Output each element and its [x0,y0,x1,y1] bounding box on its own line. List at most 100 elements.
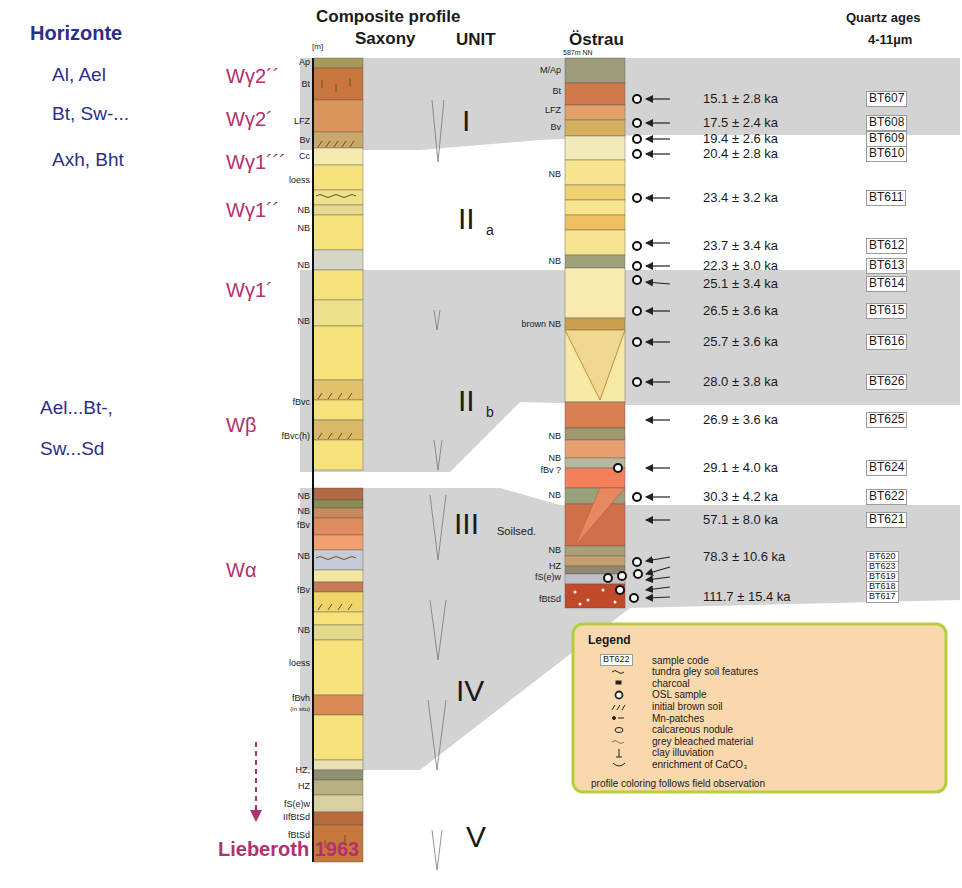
age-value: 22.3 ± 3.0 ka [703,259,778,273]
sample-code: BT607 [866,91,907,106]
reference-label: Lieberoth 1963 [218,838,359,860]
horizon-label: fBv [297,586,310,596]
horizon-label: NB [297,224,310,234]
horizon-label: NB [548,546,561,556]
horizon-label: fBtSd [288,831,310,841]
legend-text: OSL sample [652,689,707,700]
horizon-label: NB [297,261,310,271]
column-header: Quartz ages [846,11,920,25]
horizon-symbol: Bt, Sw-... [52,104,129,125]
sample-code: BT617 [866,591,899,603]
sample-code: BT611 [866,190,906,205]
sample-code: BT613 [866,258,907,273]
unit-label: b [486,405,494,420]
horizon-label: Bv [550,123,561,133]
stratigraphic-code: Wγ1´´´ [226,151,286,173]
horizon-label: fBv [297,521,310,531]
age-value: 26.9 ± 3.6 ka [703,413,778,427]
age-value: 25.7 ± 3.6 ka [703,335,778,349]
stratigraphic-code: Wα [226,559,256,581]
horizon-label: NB [548,454,561,464]
horizon-label: NB [548,432,561,442]
horizon-label: NB [548,491,561,501]
horizon-label: IIfBtSd [283,813,310,823]
sample-code: BT622 [600,654,633,666]
unit-label: II [458,384,475,417]
horizon-label: HZ [298,782,310,792]
sample-code: BT624 [866,460,907,475]
age-value: 78.3 ± 10.6 ka [703,550,785,564]
legend-text: initial brown soil [652,701,723,712]
legend-text: clay illuviation [652,747,714,758]
age-value: 57.1 ± 8.0 ka [703,513,778,527]
sample-code: BT626 [866,374,907,389]
sample-code: BT608 [866,115,907,130]
age-value: 15.1 ± 2.8 ka [703,92,778,106]
horizon-label: NB [297,317,310,327]
age-value: 29.1 ± 4.0 ka [703,461,778,475]
legend-text: sample code [652,655,709,666]
sample-code: BT615 [866,303,907,318]
column-header: Östrau [569,31,624,50]
horizon-label: fBtSd [539,595,561,605]
legend-note: profile coloring follows field observati… [591,778,765,789]
horizon-label: Bt [301,80,310,90]
horizon-symbol: Al, Ael [52,65,106,86]
age-value: 19.4 ± 2.6 ka [703,132,778,146]
legend-text: grey bleached material [652,736,753,747]
legend-text: tundra gley soil features [652,666,758,677]
column-header: UNIT [456,31,496,50]
sample-code: BT612 [866,238,907,253]
horizon-label: Bv [299,136,310,146]
sample-code: BT610 [866,146,907,161]
column-header: Saxony [355,30,415,49]
unit-label: a [486,223,494,238]
horizon-label: fBv ? [540,466,561,476]
horizon-label: fS(e)w [535,573,561,583]
horizon-label: brown NB [521,320,561,330]
horizon-label: HZ, [296,766,311,776]
horizon-label: (in situ) [290,706,310,713]
stratigraphic-code: Wγ2´ [226,108,273,130]
horizon-symbol: Ael...Bt-, [40,398,113,419]
age-value: 23.7 ± 3.4 ka [703,239,778,253]
scale-label: [m] [312,43,323,52]
legend-text: calcareous nodule [652,724,733,735]
sample-code: BT609 [866,131,907,146]
unit-label: III [454,507,479,540]
horizon-symbol: Axh, Bht [52,150,124,171]
age-value: 111.7 ± 15.4 ka [703,590,791,604]
horizon-label: NB [297,626,310,636]
sample-code: BT616 [866,334,907,349]
horizon-label: fS(e)w [284,800,310,810]
sample-code: BT621 [866,512,907,527]
age-value: 20.4 ± 2.8 ka [703,147,778,161]
horizon-symbol: Sw...Sd [40,439,104,460]
horizon-label: M/Ap [540,66,561,76]
column-header: Composite profile [316,8,461,27]
horizon-label: NB [548,170,561,180]
age-value: 26.5 ± 3.6 ka [703,304,778,318]
sample-code: BT625 [866,412,907,427]
elevation-label: 587m NN [563,49,593,57]
horizon-label: fBvc(h) [281,432,310,442]
horizon-label: fBvh [292,694,310,704]
stratigraphic-code: Wβ [226,414,256,436]
horizon-label: LFZ [545,106,561,116]
legend-text: enrichment of CaCO₃ [652,759,747,770]
age-value: 23.4 ± 3.2 ka [703,191,778,205]
horizon-label: Bt [552,87,561,97]
unit-label: II [458,202,475,235]
unit-label: Soilsed. [497,525,536,537]
legend-text: charcoal [652,678,690,689]
horizon-label: Cc [299,152,310,162]
horizon-label: NB [297,507,310,517]
horizon-header: Horizonte [30,22,122,44]
unit-label: IV [456,674,484,707]
age-value: 17.5 ± 2.4 ka [703,116,778,130]
stratigraphic-code: Wγ1´´ [226,199,279,221]
stratigraphic-code: Wγ1´ [226,279,273,301]
horizon-label: NB [297,206,310,216]
age-value: 28.0 ± 3.8 ka [703,375,778,389]
legend-title: Legend [588,634,631,647]
